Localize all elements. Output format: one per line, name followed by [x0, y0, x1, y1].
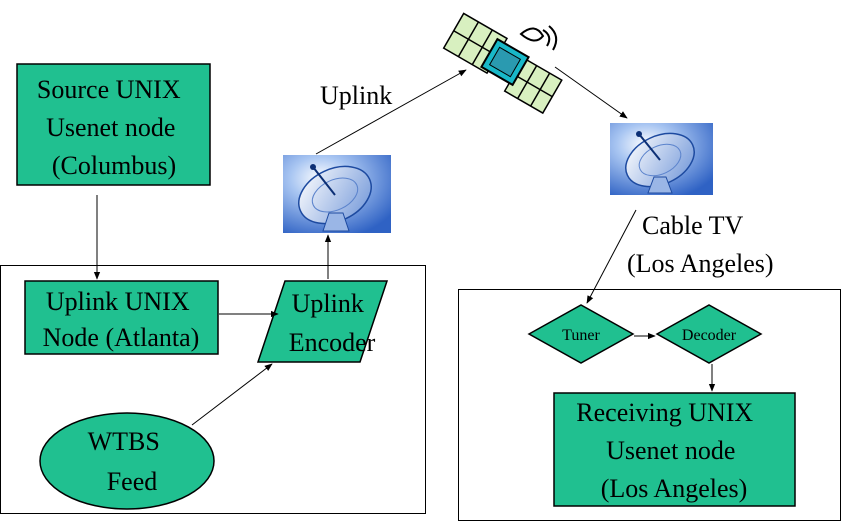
uplink-encoder-shape	[256, 280, 389, 363]
los-angeles-group-box	[458, 289, 841, 521]
tuner-label: Tuner	[562, 327, 600, 344]
cable-tv-label: Cable TV	[642, 211, 744, 240]
receiving-node-box	[553, 392, 796, 507]
encoder-line1: Uplink	[292, 289, 364, 318]
atlanta-group-box	[0, 265, 426, 514]
arrow-wtbs-to-encoder	[191, 363, 273, 426]
satellite-dish-icon	[610, 123, 713, 195]
satellite-dish-icon	[283, 155, 391, 233]
receiving-node-line1: Receiving UNIX	[576, 398, 753, 427]
uplink-label: Uplink	[320, 81, 392, 110]
svg-text:Source UNIX Usenet node: Source UNIX Usenet node (Columbus)	[37, 75, 187, 180]
source-node-line2: Usenet node	[46, 113, 175, 142]
uplink-node-line1: Uplink UNIX	[46, 287, 190, 316]
wtbs-line2: Feed	[107, 467, 158, 496]
uplink-node-box	[24, 280, 219, 355]
svg-text:Uplink UNIX Node (Atlanta): Uplink UNIX Node (Atlanta)	[43, 287, 200, 352]
receiving-node-line3: (Los Angeles)	[601, 474, 748, 503]
satellite-icon	[442, 12, 563, 115]
receiving-node-line2: Usenet node	[606, 436, 735, 465]
tuner-diamond	[527, 304, 635, 364]
source-node-line3: (Columbus)	[52, 151, 176, 180]
arrow-dish-to-tuner	[586, 209, 637, 304]
wtbs-line1: WTBS	[88, 427, 160, 456]
cable-tv-location-label: (Los Angeles)	[627, 249, 774, 278]
source-node-box	[16, 63, 211, 186]
uplink-node-line2: Node (Atlanta)	[43, 323, 200, 352]
wtbs-feed-ellipse	[39, 412, 215, 510]
arrow-satellite-to-dish	[554, 66, 628, 119]
decoder-diamond	[655, 304, 763, 364]
decoder-label: Decoder	[682, 327, 737, 344]
svg-text:WTBS Feed: WTBS Feed	[88, 427, 167, 496]
svg-text:Uplink Encoder: Uplink Encoder	[289, 289, 376, 357]
source-node-line1: Source UNIX	[37, 75, 181, 104]
encoder-line2: Encoder	[289, 328, 376, 357]
arrow-dish-to-satellite	[315, 69, 467, 155]
svg-text:Receiving UNIX Usenet node: Receiving UNIX Usenet node (Los Angeles)	[576, 398, 759, 503]
